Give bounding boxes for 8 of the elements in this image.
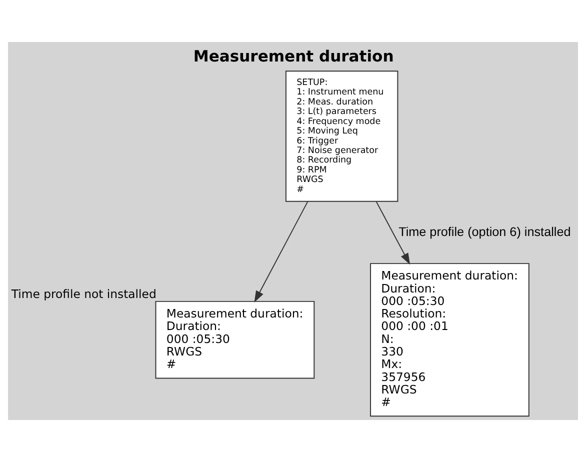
- node-label: Time profile not installed: [11, 287, 156, 302]
- arrow: [254, 201, 308, 302]
- node-box: Measurement duration: Duration: 000 :05:30 Resolution: 000 :00 :01 N: 330 Mx: 357956 RWGS #: [370, 263, 530, 417]
- node-box: SETUP: 1: Instrument menu 2: Meas. duration 3: L(t) parameters 4: Frequency mode 5: Moving Leq 6: Trigger 7: Noise generator 8: Recording 9: RPM RWGS #: [285, 70, 398, 202]
- node-box: Measurement duration: Duration: 000 :05:30 RWGS #: [155, 300, 315, 379]
- edge-label: Time profile (option 6) installed: [398, 224, 571, 239]
- arrow: [376, 201, 410, 265]
- diagram-title: Measurement duration: [193, 47, 394, 66]
